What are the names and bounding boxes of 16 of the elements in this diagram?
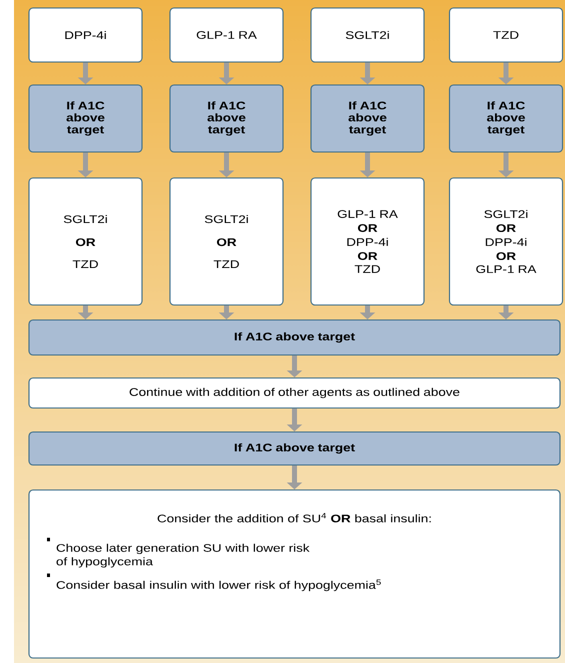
option-box: GLP-1 RA OR DPP-4i OR TZD xyxy=(310,177,425,306)
decision-box: If A1C above target xyxy=(28,319,561,356)
option-box: DPP-4i xyxy=(28,7,143,63)
option-box: SGLT2i OR DPP-4i OR GLP-1 RA xyxy=(448,177,564,306)
decision-box: If A1C above target xyxy=(28,84,143,153)
option-box: SGLT2i OR TZD xyxy=(169,177,284,306)
decision-box: If A1C above target xyxy=(28,431,561,466)
decision-box: If A1C above target xyxy=(448,84,564,153)
decision-box: If A1C above target xyxy=(310,84,425,153)
decision-box: If A1C above target xyxy=(169,84,284,153)
option-box: Continue with addition of other agents as outlined above xyxy=(28,377,561,409)
option-box: TZD xyxy=(448,7,564,63)
option-box: SGLT2i xyxy=(310,7,425,63)
option-box: GLP-1 RA xyxy=(169,7,284,63)
option-box: SGLT2i OR TZD xyxy=(28,177,143,306)
recommendation-box: Consider the addition of SU$^{4}$ OR basal insulin: Choose later generation SU with lower risk of hypoglycemia Consider basal insulin with lower risk of hypoglycemia$^{5}$ xyxy=(28,489,561,659)
